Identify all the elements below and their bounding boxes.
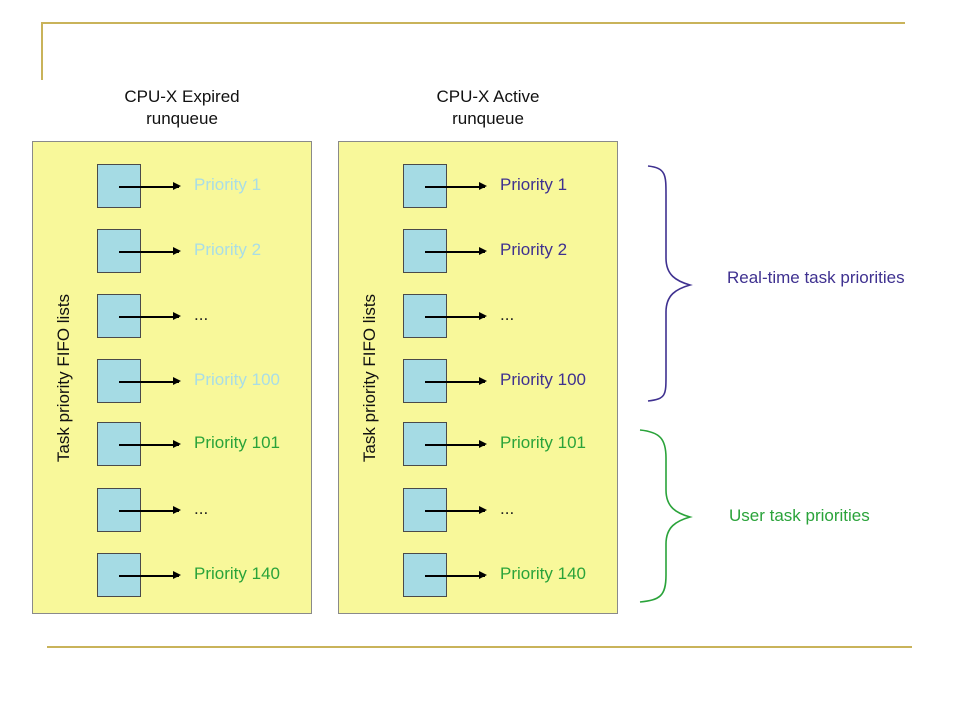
expired-priority-label: Priority 100 [194,370,280,389]
active-title-line2: runqueue [452,109,524,128]
expired-runqueue-title: CPU-X Expired runqueue [72,86,292,130]
arrow-icon [119,378,181,384]
user-priorities-label: User task priorities [729,506,870,525]
arrow-icon [425,248,487,254]
active-priority-row: Priority 101 [403,422,643,468]
arrow-icon [119,313,181,319]
expired-priority-label: ... [194,305,209,324]
expired-runqueue-panel: Task priority FIFO lists Priority 1 Prior… [32,141,312,614]
expired-priority-row: Priority 140 [97,553,337,599]
realtime-priorities-label: Real-time task priorities [727,268,905,287]
active-title-line1: CPU-X Active [436,87,540,106]
active-priority-row: Priority 1 [403,164,643,210]
active-priority-row: Priority 2 [403,229,643,275]
active-priority-label: Priority 1 [500,175,568,194]
active-priority-label: Priority 140 [500,564,586,583]
active-priority-label: ... [500,499,515,518]
expired-side-label-text: Task priority FIFO lists [54,293,73,463]
arrow-icon [425,572,487,578]
active-priority-label: Priority 2 [500,240,568,259]
arrow-icon [425,441,487,447]
expired-priority-label: Priority 140 [194,564,280,583]
bottom-rule [47,646,912,648]
expired-priority-row: Priority 100 [97,359,337,405]
active-priority-row: ... [403,294,643,340]
user-brace [639,429,693,603]
expired-priority-row: ... [97,488,337,534]
arrow-icon [119,248,181,254]
expired-priority-row: ... [97,294,337,340]
active-priority-row: Priority 100 [403,359,643,405]
active-runqueue-title: CPU-X Active runqueue [378,86,598,130]
arrow-icon [425,507,487,513]
arrow-icon [425,313,487,319]
active-priority-label: ... [500,305,515,324]
active-side-label-text: Task priority FIFO lists [360,293,379,463]
expired-priority-label: ... [194,499,209,518]
expired-title-line1: CPU-X Expired [124,87,240,106]
arrow-icon [119,572,181,578]
realtime-brace [647,165,693,402]
expired-priority-row: Priority 1 [97,164,337,210]
expired-priority-row: Priority 2 [97,229,337,275]
arrow-icon [425,378,487,384]
left-rule [41,22,43,80]
expired-priority-row: Priority 101 [97,422,337,468]
expired-title-line2: runqueue [146,109,218,128]
arrow-icon [119,441,181,447]
expired-priority-label: Priority 101 [194,433,280,452]
top-rule [41,22,905,24]
expired-priority-label: Priority 2 [194,240,262,259]
active-priority-row: Priority 140 [403,553,643,599]
active-priority-label: Priority 101 [500,433,586,452]
arrow-icon [425,183,487,189]
active-priority-row: ... [403,488,643,534]
expired-priority-label: Priority 1 [194,175,262,194]
arrow-icon [119,183,181,189]
active-runqueue-panel: Task priority FIFO lists Priority 1 Prior… [338,141,618,614]
arrow-icon [119,507,181,513]
active-priority-label: Priority 100 [500,370,586,389]
